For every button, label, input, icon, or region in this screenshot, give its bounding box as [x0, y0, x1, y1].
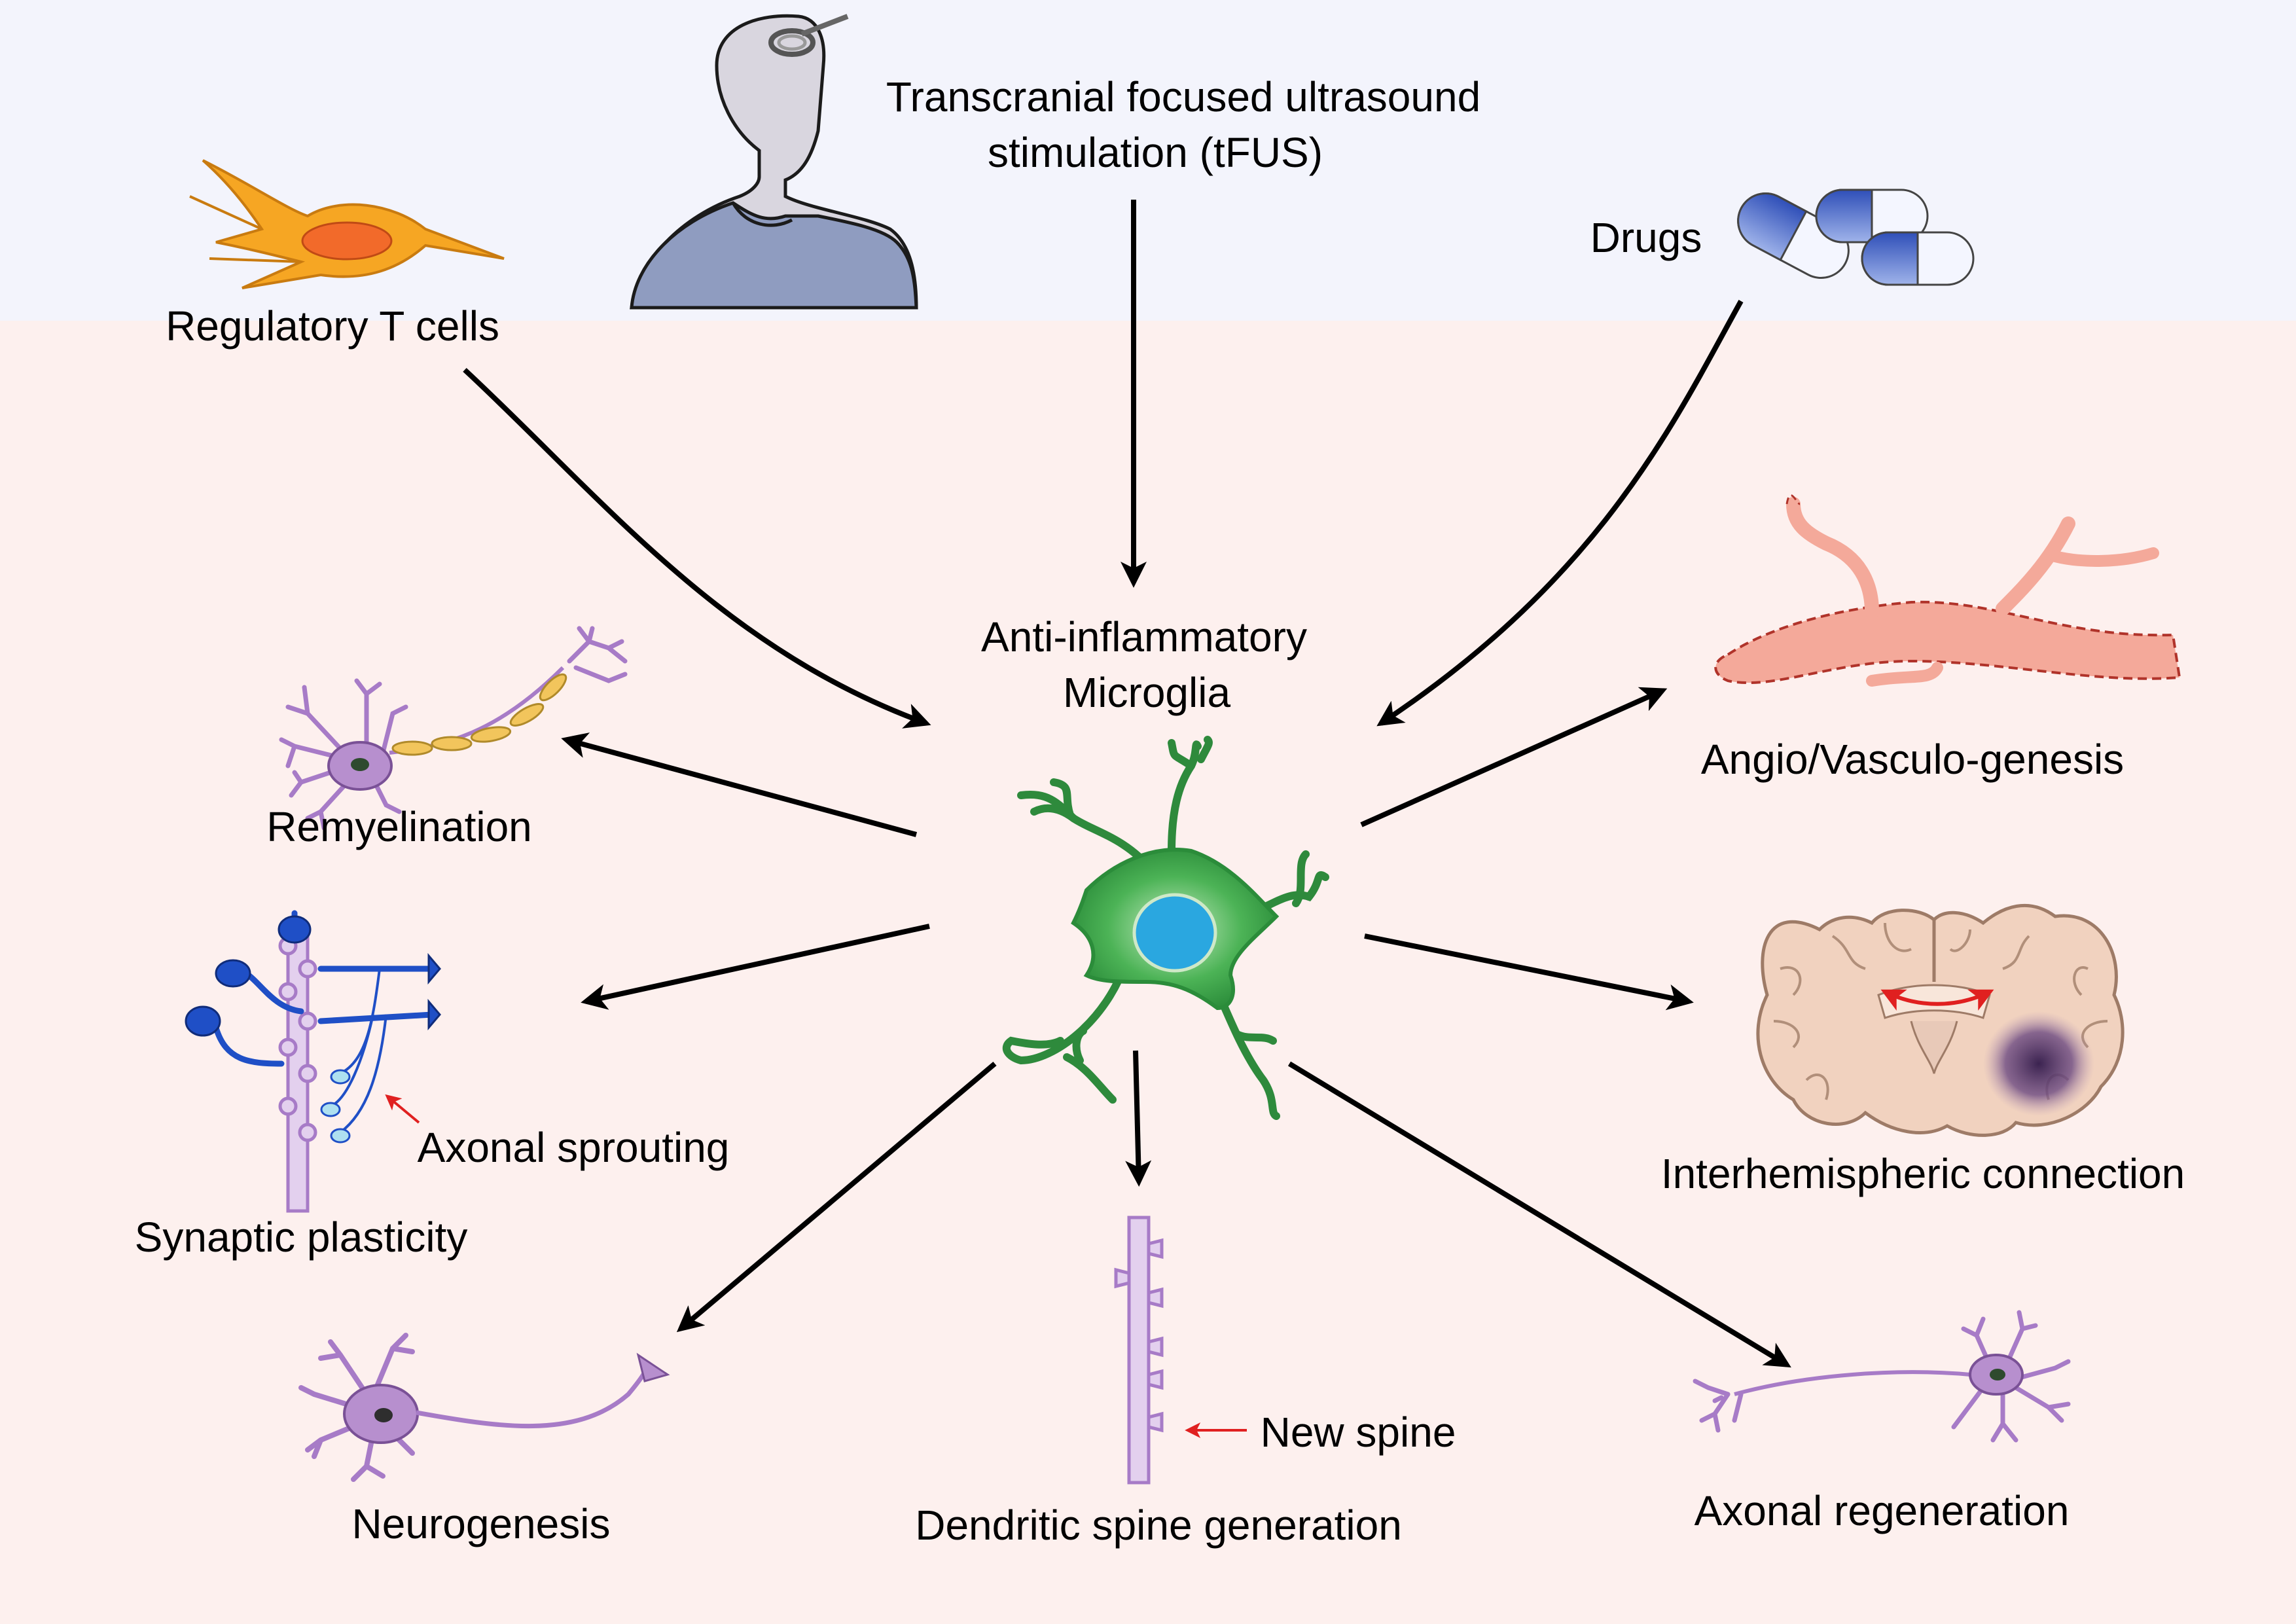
tfus-label-line1: Transcranial focused ultrasound: [886, 73, 1480, 120]
drugs-label: Drugs: [1590, 214, 1702, 261]
treg-label: Regulatory T cells: [166, 302, 499, 350]
remyelination-neuron-icon: [279, 626, 628, 831]
tfus-label-line2: stimulation (tFUS): [988, 129, 1323, 176]
brain-section-icon: [1756, 903, 2125, 1137]
microglia-label-line1: Anti-inflammatory: [981, 613, 1307, 660]
angiogenesis-label: Angio/Vasculo-genesis: [1701, 736, 2124, 783]
new-spine-label: New spine: [1261, 1409, 1456, 1456]
synaptic-plasticity-label: Synaptic plasticity: [135, 1214, 468, 1261]
arrow-treg-to-microglia: [463, 368, 931, 729]
arrow-to-neurogenesis: [676, 1061, 997, 1333]
arrow-to-angiogenesis: [1360, 687, 1668, 827]
synaptic-plasticity-icon: [185, 910, 441, 1213]
interhemispheric-label: Interhemispheric connection: [1661, 1150, 2185, 1197]
axonal-regeneration-neuron-icon: [1693, 1310, 2071, 1443]
arrow-drugs-to-microglia: [1376, 300, 1744, 727]
blood-vessel-icon: [1714, 494, 2181, 687]
arrow-to-dendritic-spine: [1125, 1050, 1152, 1187]
neurogenesis-neuron-icon: [298, 1333, 670, 1482]
microglia-cell-icon: [1002, 736, 1329, 1120]
regulatory-t-cell-icon: [189, 159, 505, 289]
person-tfus-icon: [630, 14, 918, 310]
microglia-label-line2: Microglia: [1063, 669, 1230, 716]
arrow-to-axonal-regeneration: [1287, 1061, 1791, 1368]
arrow-to-synaptic-plasticity: [581, 924, 930, 1010]
neurogenesis-label: Neurogenesis: [352, 1500, 611, 1547]
axonal-sprouting-label: Axonal sprouting: [418, 1124, 730, 1171]
drug-pills-icon: [1737, 189, 1975, 286]
arrow-to-remyelination: [561, 732, 918, 837]
remyelination-label: Remyelination: [266, 803, 532, 850]
dendritic-spine-icon: [1114, 1216, 1247, 1485]
dendritic-spine-generation-label: Dendritic spine generation: [915, 1502, 1402, 1549]
arrow-to-interhemispheric: [1364, 933, 1694, 1011]
axonal-regeneration-label: Axonal regeneration: [1695, 1487, 2070, 1534]
